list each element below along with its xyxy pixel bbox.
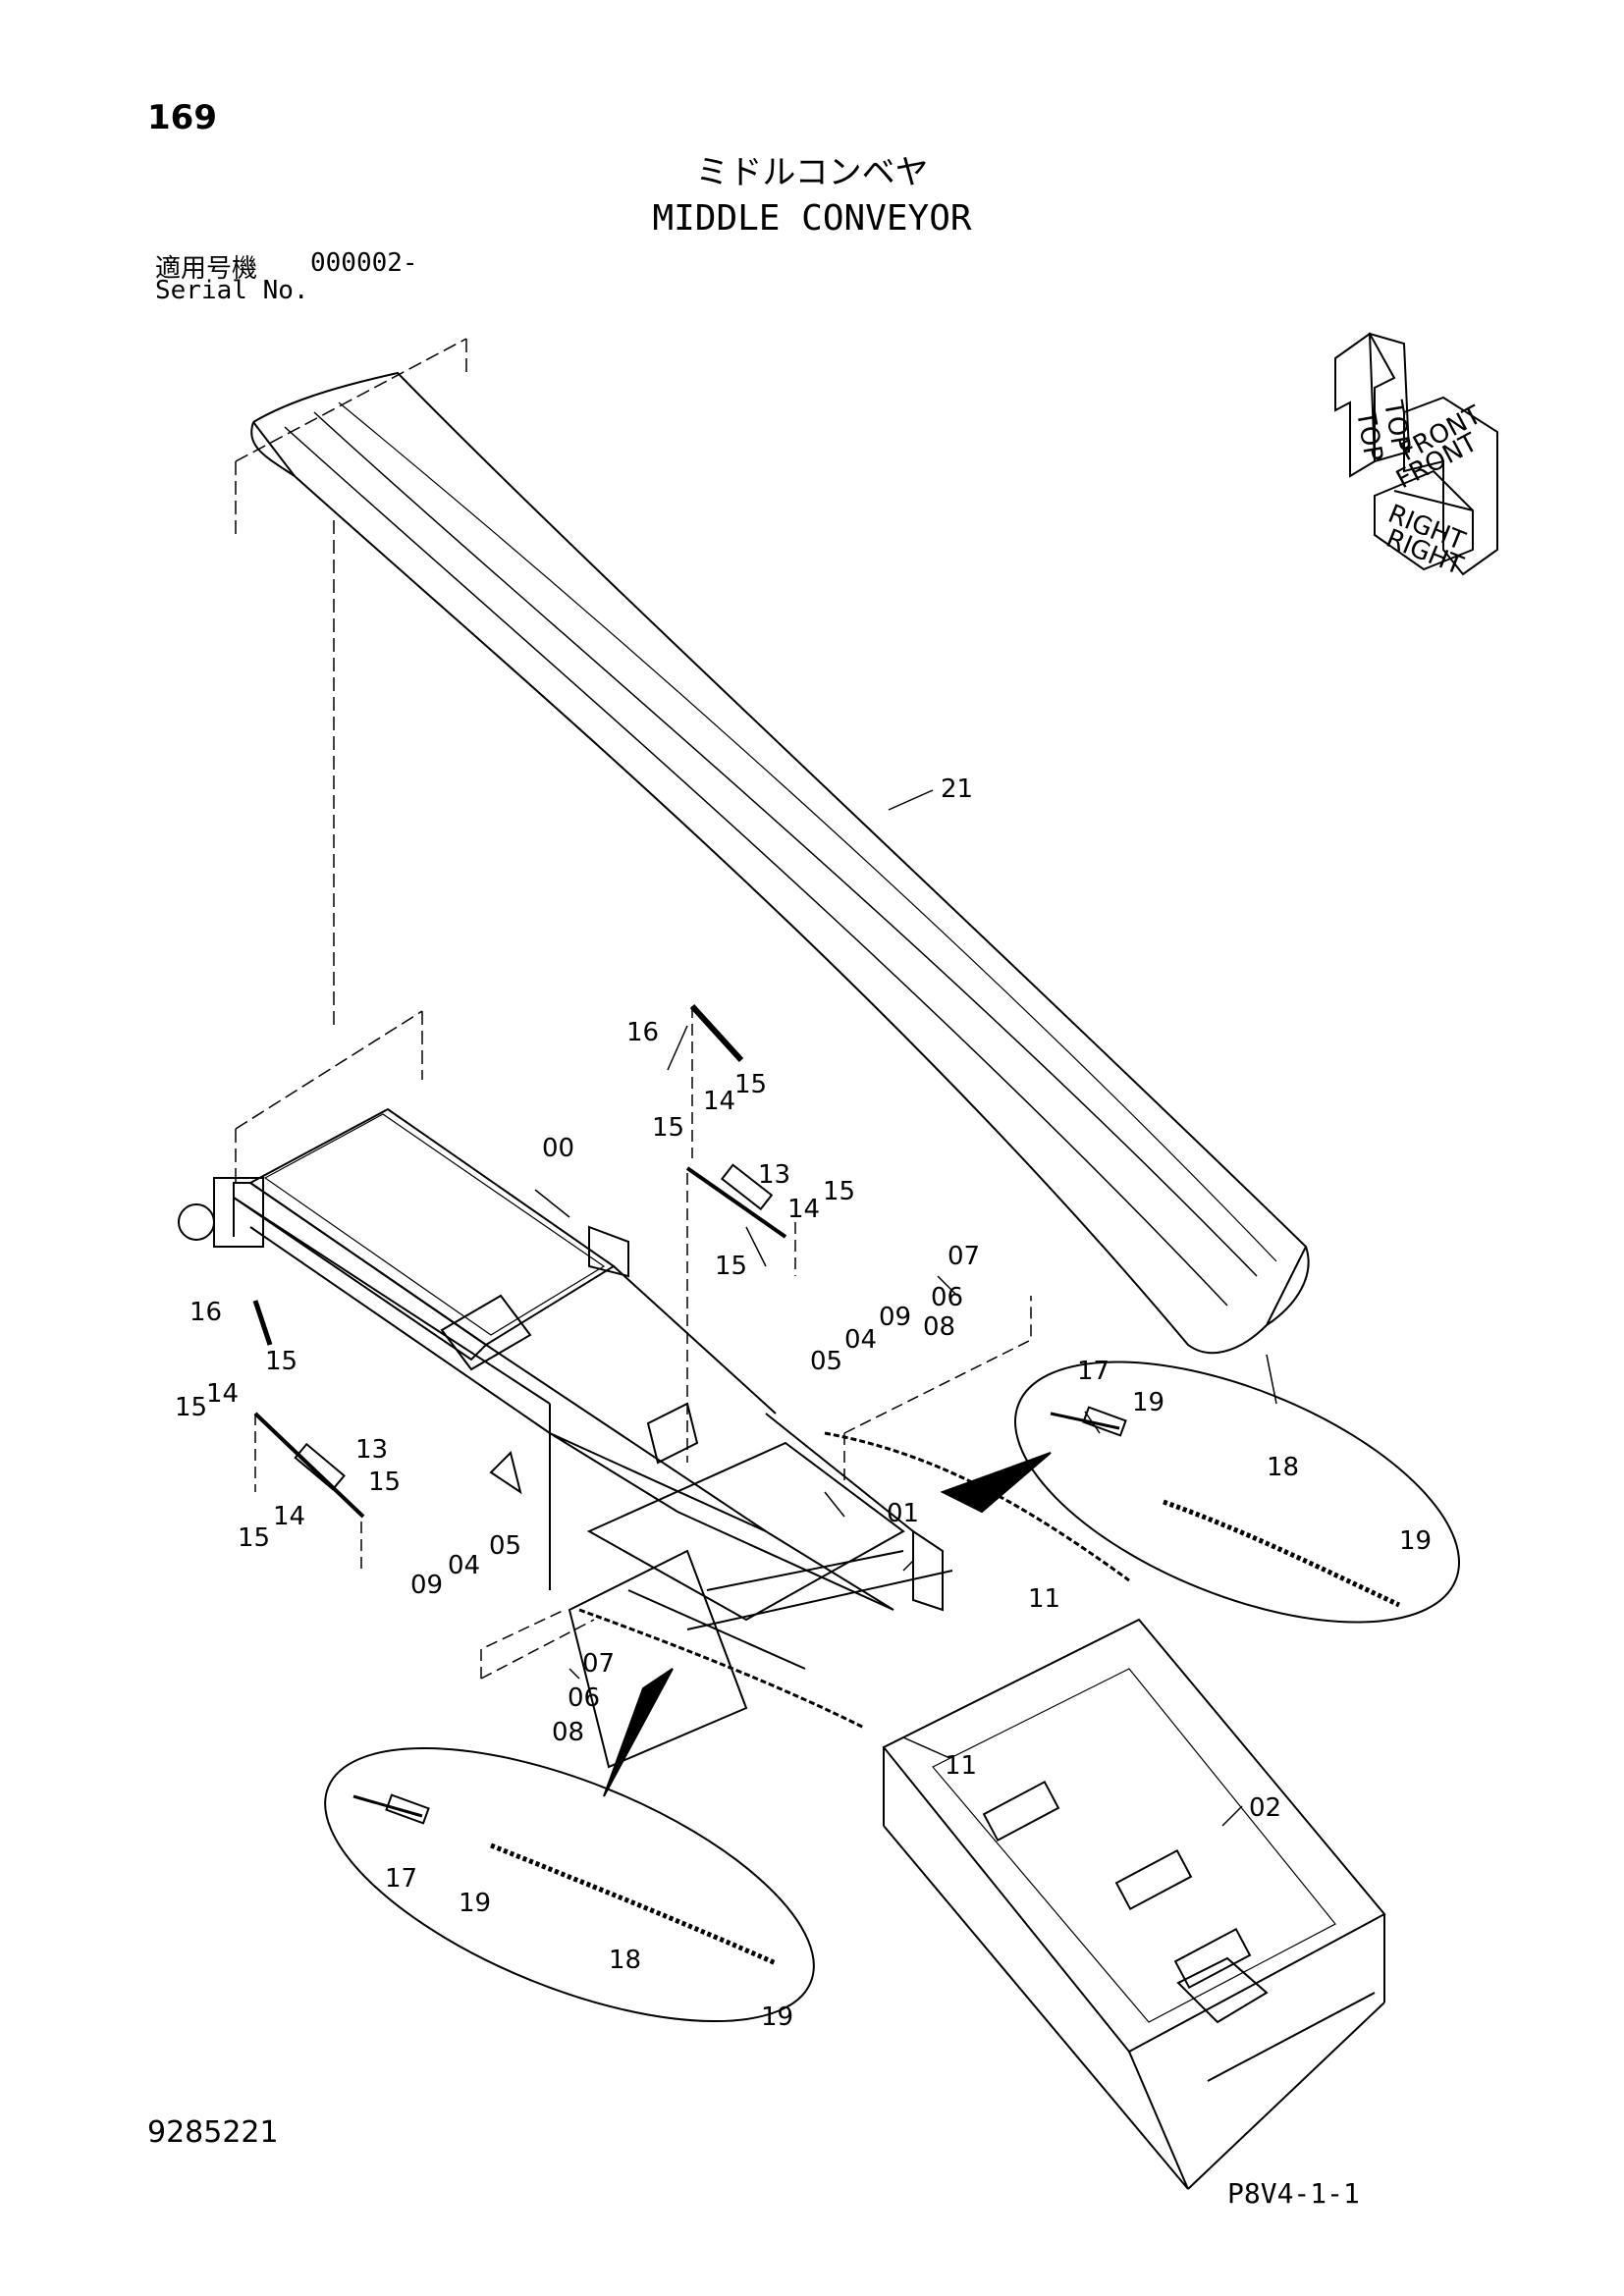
chain-detail-lower — [324, 1668, 815, 2023]
leader-lines — [534, 789, 1277, 1827]
callout-18: 18 — [609, 1946, 641, 1975]
callout-15: 15 — [368, 1468, 401, 1497]
frame-00 — [178, 1107, 777, 1532]
callout-15: 15 — [238, 1523, 270, 1553]
callout-11: 11 — [1028, 1584, 1060, 1614]
callout-06: 06 — [931, 1283, 963, 1312]
callout-14: 14 — [206, 1379, 239, 1409]
callout-19: 19 — [1399, 1526, 1432, 1556]
serial-label-japanese: 適用号機 — [155, 254, 258, 284]
callout-14: 14 — [273, 1502, 305, 1531]
title-japanese: ミドルコンベヤ — [695, 153, 929, 192]
callout-06: 06 — [568, 1683, 600, 1713]
callout-08: 08 — [923, 1312, 955, 1342]
callout-21: 21 — [941, 774, 973, 804]
callout-05: 05 — [810, 1347, 842, 1376]
cylinder-assembly-upper — [685, 1003, 796, 1463]
callout-19: 19 — [459, 1889, 491, 1918]
chain-on-frame — [578, 1431, 1130, 1730]
callout-11: 11 — [945, 1751, 977, 1781]
callout-15: 15 — [265, 1347, 298, 1376]
callout-14: 14 — [787, 1195, 820, 1224]
callout-14: 14 — [703, 1087, 735, 1116]
serial-label-english: Serial No. — [155, 276, 309, 305]
fastener-group-right — [843, 1296, 1032, 1482]
serial-value: 000002- — [310, 248, 418, 278]
callout-labels: 21 16 14 15 15 00 13 14 15 15 07 06 09 0… — [175, 774, 1432, 2032]
callout-19: 19 — [761, 2002, 793, 2032]
callout-15: 15 — [715, 1252, 747, 1281]
callout-01: 01 — [887, 1499, 919, 1528]
callout-04: 04 — [844, 1325, 877, 1355]
callout-07: 07 — [947, 1242, 980, 1271]
callout-15: 15 — [175, 1393, 207, 1422]
callout-16: 16 — [626, 1018, 659, 1047]
callout-05: 05 — [489, 1531, 521, 1561]
callout-08: 08 — [552, 1718, 584, 1747]
belt-alignment-lines — [235, 338, 467, 1183]
callout-17: 17 — [1077, 1357, 1110, 1386]
callout-16: 16 — [189, 1298, 222, 1327]
callout-15: 15 — [734, 1070, 767, 1099]
conveyor-belt — [250, 371, 1310, 1355]
frame-02 — [882, 1618, 1386, 2190]
callout-00: 00 — [542, 1134, 574, 1163]
callout-15: 15 — [823, 1177, 855, 1206]
orientation-marker: TOP TOP FRONT FRONT RIGHT RIGHT — [1334, 332, 1498, 581]
callout-13: 13 — [758, 1160, 790, 1190]
callout-07: 07 — [582, 1649, 615, 1679]
callout-15: 15 — [652, 1113, 684, 1143]
callout-17: 17 — [385, 1864, 417, 1894]
chain-detail-upper — [940, 1361, 1460, 1624]
fastener-group-left — [480, 1609, 595, 1680]
frame-01 — [489, 1402, 953, 1769]
page-number: 169 — [147, 98, 217, 137]
callout-13: 13 — [355, 1435, 388, 1465]
figure-code: P8V4-1-1 — [1227, 2177, 1360, 2210]
callout-19: 19 — [1132, 1388, 1164, 1417]
callout-02: 02 — [1249, 1793, 1281, 1823]
document-number: 9285221 — [147, 2115, 279, 2150]
callout-18: 18 — [1267, 1453, 1299, 1482]
cylinder-assembly-lower — [252, 1300, 365, 1571]
callout-09: 09 — [410, 1571, 443, 1600]
callout-04: 04 — [448, 1551, 480, 1580]
title-english: MIDDLE CONVEYOR — [652, 198, 972, 239]
callout-09: 09 — [879, 1303, 911, 1332]
